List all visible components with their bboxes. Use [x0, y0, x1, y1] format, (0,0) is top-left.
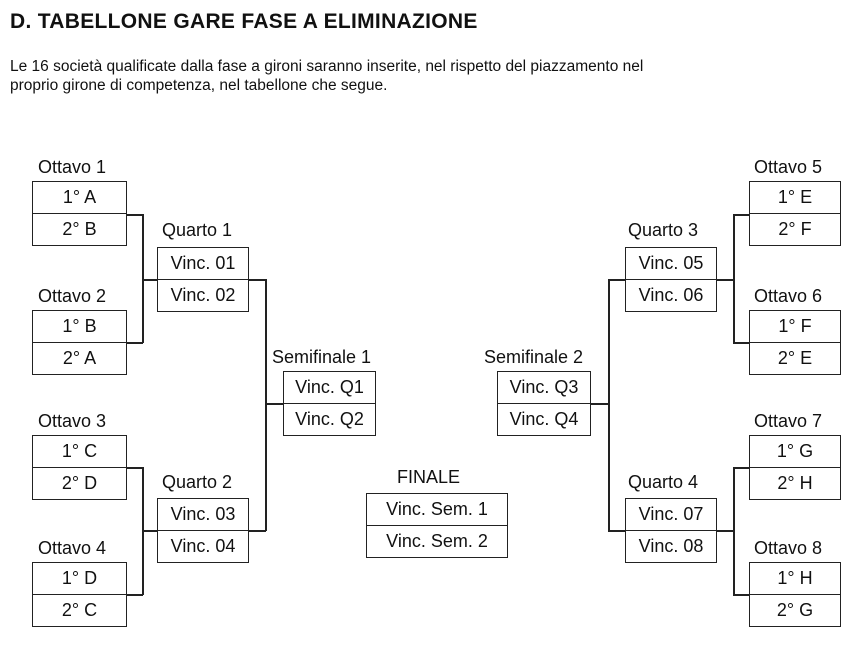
ottavo-6-team-a: 1° F: [749, 310, 841, 343]
quarto-2-slot-a: Vinc. 03: [157, 498, 249, 531]
ottavo-1-team-b: 2° B: [32, 213, 127, 246]
ottavo-5-team-a: 1° E: [749, 181, 841, 214]
connector-line: [717, 279, 734, 281]
connector-line: [142, 214, 144, 343]
quarto-1-slot-b: Vinc. 02: [157, 279, 249, 312]
semifinale-2-label: Semifinale 2: [484, 347, 584, 367]
ottavo-5-label: Ottavo 5: [754, 157, 823, 177]
connector-line: [717, 530, 734, 532]
ottavo-3-team-b: 2° D: [32, 467, 127, 500]
ottavo-4-team-a: 1° D: [32, 562, 127, 595]
ottavo-2-label: Ottavo 2: [38, 286, 107, 306]
connector-line: [733, 467, 750, 469]
quarto-3-slot-a: Vinc. 05: [625, 247, 717, 280]
quarto-3-label: Quarto 3: [628, 220, 699, 240]
semifinale-1-slot-a: Vinc. Q1: [283, 371, 376, 404]
connector-line: [733, 594, 750, 596]
connector-line: [142, 279, 159, 281]
connector-line: [249, 530, 266, 532]
connector-line: [608, 279, 610, 531]
intro-paragraph: Le 16 società qualificate dalla fase a g…: [10, 57, 865, 95]
ottavo-8-team-b: 2° G: [749, 594, 841, 627]
ottavo-7-team-b: 2° H: [749, 467, 841, 500]
quarto-4-slot-b: Vinc. 08: [625, 530, 717, 563]
ottavo-1-label: Ottavo 1: [38, 157, 107, 177]
connector-line: [127, 342, 143, 344]
quarto-1-slot-a: Vinc. 01: [157, 247, 249, 280]
ottavo-7-label: Ottavo 7: [754, 411, 823, 431]
quarto-4-label: Quarto 4: [628, 472, 699, 492]
ottavo-6-label: Ottavo 6: [754, 286, 823, 306]
ottavo-8-label: Ottavo 8: [754, 538, 823, 558]
semifinale-1-slot-b: Vinc. Q2: [283, 403, 376, 436]
quarto-2-label: Quarto 2: [162, 472, 233, 492]
ottavo-7-team-a: 1° G: [749, 435, 841, 468]
section-title: D. TABELLONE GARE FASE A ELIMINAZIONE: [10, 10, 478, 33]
quarto-3-slot-b: Vinc. 06: [625, 279, 717, 312]
connector-line: [127, 214, 143, 216]
connector-line: [608, 279, 626, 281]
quarto-2-slot-b: Vinc. 04: [157, 530, 249, 563]
ottavo-1-team-a: 1° A: [32, 181, 127, 214]
finale-label: FINALE: [397, 467, 461, 487]
semifinale-2-slot-b: Vinc. Q4: [497, 403, 591, 436]
connector-line: [608, 530, 626, 532]
ottavo-6-team-b: 2° E: [749, 342, 841, 375]
connector-line: [265, 279, 267, 531]
finale-slot-b: Vinc. Sem. 2: [366, 525, 508, 558]
connector-line: [265, 403, 285, 405]
connector-line: [733, 214, 750, 216]
ottavo-5-team-b: 2° F: [749, 213, 841, 246]
ottavo-2-team-a: 1° B: [32, 310, 127, 343]
ottavo-3-label: Ottavo 3: [38, 411, 107, 431]
ottavo-4-team-b: 2° C: [32, 594, 127, 627]
semifinale-1-label: Semifinale 1: [272, 347, 372, 367]
connector-line: [249, 279, 266, 281]
connector-line: [142, 530, 159, 532]
ottavo-3-team-a: 1° C: [32, 435, 127, 468]
finale-slot-a: Vinc. Sem. 1: [366, 493, 508, 526]
ottavo-4-label: Ottavo 4: [38, 538, 107, 558]
connector-line: [127, 467, 143, 469]
connector-line: [733, 467, 735, 595]
connector-line: [591, 403, 609, 405]
ottavo-2-team-b: 2° A: [32, 342, 127, 375]
intro-line-2: proprio girone di competenza, nel tabell…: [10, 77, 388, 94]
quarto-1-label: Quarto 1: [162, 220, 233, 240]
intro-line-1: Le 16 società qualificate dalla fase a g…: [10, 58, 644, 75]
connector-line: [733, 214, 735, 343]
connector-line: [127, 594, 143, 596]
quarto-4-slot-a: Vinc. 07: [625, 498, 717, 531]
connector-line: [733, 342, 750, 344]
ottavo-8-team-a: 1° H: [749, 562, 841, 595]
semifinale-2-slot-a: Vinc. Q3: [497, 371, 591, 404]
